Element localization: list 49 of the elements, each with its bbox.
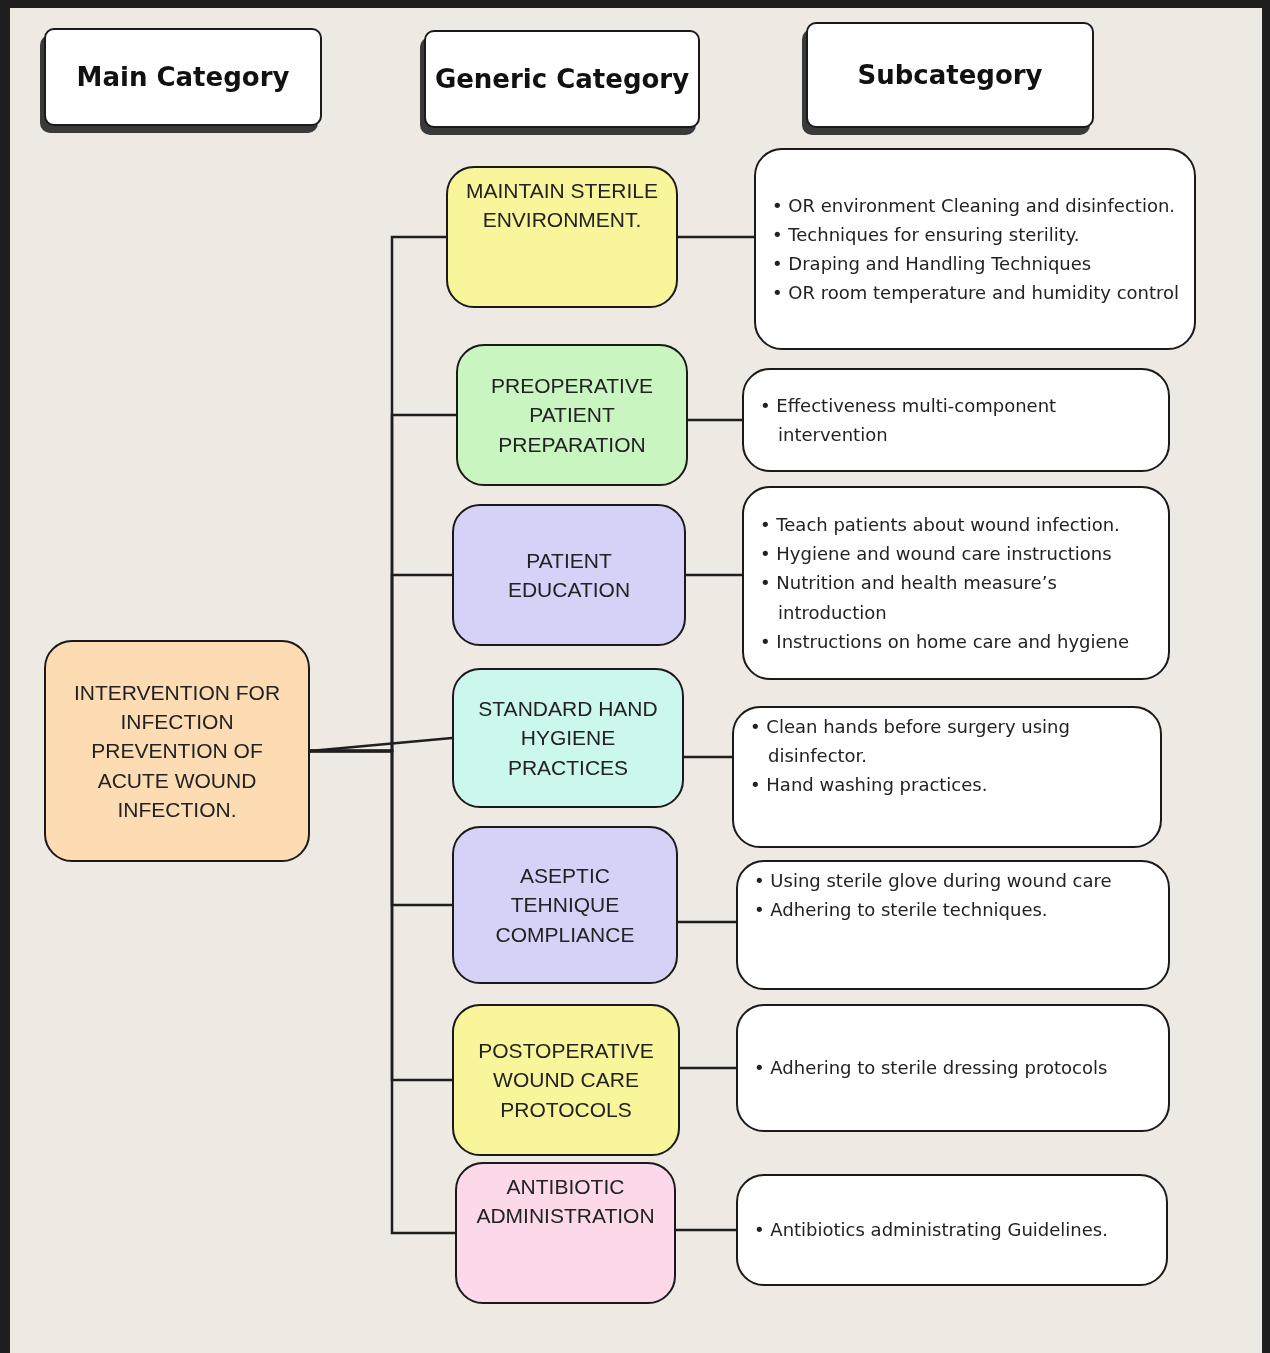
connector-line: [310, 749, 455, 1235]
subcategory-box: [736, 1174, 1168, 1286]
bullet-item: • Using sterile glove during wound care: [753, 869, 1112, 893]
category-box: [452, 504, 686, 646]
bullet-item: • Antibiotics administrating Guidelines.: [753, 1218, 1108, 1243]
bullet-item: • Adhering to sterile dressing protocols: [753, 1056, 1108, 1081]
header-text: Subcategory: [857, 60, 1043, 90]
category-box: [456, 344, 688, 486]
category-text: PATIENT EDUCATION: [506, 547, 632, 603]
subcategory-box: [742, 368, 1170, 472]
header-text: Generic Category: [434, 64, 690, 94]
bullet-item: • Teach patients about wound infection.: [759, 513, 1121, 538]
bullet-item: • Hand washing practices.: [749, 773, 989, 798]
category-text: PREOPERATIVE PATIENT PREPARATION: [490, 372, 654, 458]
connector-line: [684, 755, 732, 759]
category-box: [446, 166, 678, 308]
connector-line: [686, 573, 742, 577]
connector-line: [680, 1066, 736, 1070]
category-box: [452, 826, 678, 984]
connector-line: [678, 920, 736, 924]
bullet-item: • Nutrition and health measure’s introduction: [759, 571, 1058, 625]
subcategory-box: [742, 486, 1170, 680]
category-text: ASEPTIC TEHNIQUE COMPLIANCE: [494, 862, 636, 948]
bullet-item: • Draping and Handling Techniques: [771, 252, 1093, 276]
connector-line: [678, 235, 754, 239]
connector-line: [688, 418, 742, 422]
bullet-item: • Clean hands before surgery using disinfector.: [749, 715, 1071, 769]
subcategory-box: [736, 860, 1170, 990]
main-category-box: [44, 640, 310, 862]
bullet-item: • Instructions on home care and hygiene: [759, 629, 1131, 654]
subcategory-box: [736, 1004, 1170, 1132]
category-box: [455, 1162, 676, 1304]
subcategory-box: [754, 148, 1196, 350]
category-text: POSTOPERATIVE WOUND CARE PROTOCOLS: [477, 1037, 655, 1123]
connector-line: [676, 1228, 736, 1232]
category-text: STANDARD HAND HYGIENE PRACTICES: [477, 695, 659, 781]
bullet-item: • Adhering to sterile techniques.: [753, 898, 1049, 923]
bullet-item: • Hygiene and wound care instructions: [759, 542, 1113, 567]
bullet-item: • OR environment Cleaning and disinfection.: [771, 193, 1177, 218]
bullet-item: • OR room temperature and humidity control: [771, 281, 1180, 306]
category-text: MAINTAIN STERILE ENVIRONMENT.: [464, 178, 660, 234]
category-box: [452, 668, 684, 808]
category-text: ANTIBIOTIC ADMINISTRATION: [475, 1174, 656, 1230]
subcategory-box: [732, 706, 1162, 848]
category-text: INTERVENTION FOR INFECTION PREVENTION OF ACUTE WOUND INFECTION.: [72, 679, 282, 824]
header-text: Main Category: [76, 62, 290, 92]
bullet-item: • Techniques for ensuring sterility.: [771, 222, 1081, 247]
category-box: [452, 1004, 680, 1156]
bullet-item: • Effectiveness multi-component intervention: [759, 393, 1058, 447]
